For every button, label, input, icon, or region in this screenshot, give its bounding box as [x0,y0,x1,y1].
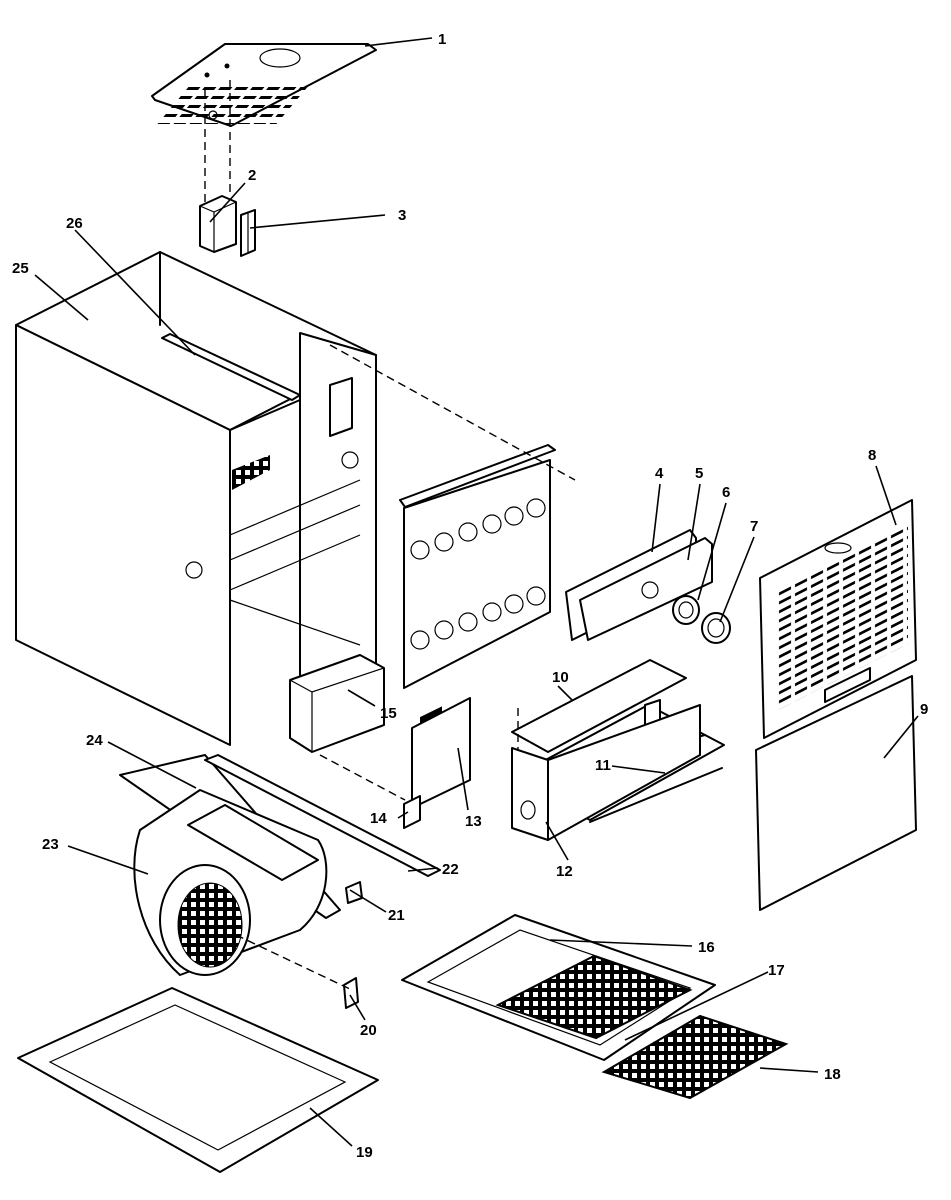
part-26-baffle [161,333,301,401]
part-number-label: 8 [868,447,876,464]
part-number-label: 17 [768,962,785,979]
part-5-plate [579,537,713,641]
part-2-bracket [199,195,237,253]
part-number-label: 21 [388,907,405,924]
part-number-label: 20 [360,1022,377,1039]
part-23-blower [133,789,328,976]
part-8-upper-door [759,499,917,739]
part-number-label: 1 [438,31,446,48]
part-number-label: 16 [698,939,715,956]
part-number-label: 9 [920,701,928,718]
part-number-label: 2 [248,167,256,184]
part-9-lower-door [755,675,917,911]
part-number-label: 19 [356,1144,373,1161]
part-number-label: 14 [370,810,387,827]
guide-line [329,344,576,481]
part-number-label: 25 [12,260,29,277]
part-number-label: 18 [824,1066,841,1083]
part-17-filter [495,954,693,1040]
part-number-label: 13 [465,813,482,830]
leader-lines [34,37,919,1147]
part-19-bottom-plate [17,987,379,1173]
part-3-bracket [240,209,256,257]
part-number-label: 22 [442,861,459,878]
guide-line [319,754,406,801]
part-number-label: 4 [655,465,664,482]
part-10-burner-cover [511,659,687,753]
part-number-label: 11 [595,757,611,774]
part-14-bracket [403,795,421,829]
part-number-label: 7 [750,518,758,535]
heat-exchanger-panel [399,444,556,689]
part-number-label: 10 [552,669,569,686]
part-number-label: 12 [556,863,573,880]
part-number-label: 23 [42,836,59,853]
part-number-label: 5 [695,465,703,482]
part-6-ring [672,595,700,625]
part-22-rail [204,754,441,877]
guide-line [235,934,353,991]
part-number-label: 6 [722,484,730,501]
part-18-filter [601,1014,789,1100]
part-20-clip [343,977,359,1009]
part-15-flue-box [289,654,385,753]
part-7-collar [701,612,731,644]
part-numbers: 1 2 3 4 5 6 7 8 9 10 11 12 13 14 15 16 1… [12,31,928,1161]
part-12-burner-box [511,704,701,841]
part-13-control-board [411,697,471,809]
part-number-label: 26 [66,215,83,232]
part-number-label: 15 [380,705,397,722]
part-number-label: 24 [86,732,103,749]
part-number-label: 3 [398,207,406,224]
part-1-top-panel [151,43,377,127]
